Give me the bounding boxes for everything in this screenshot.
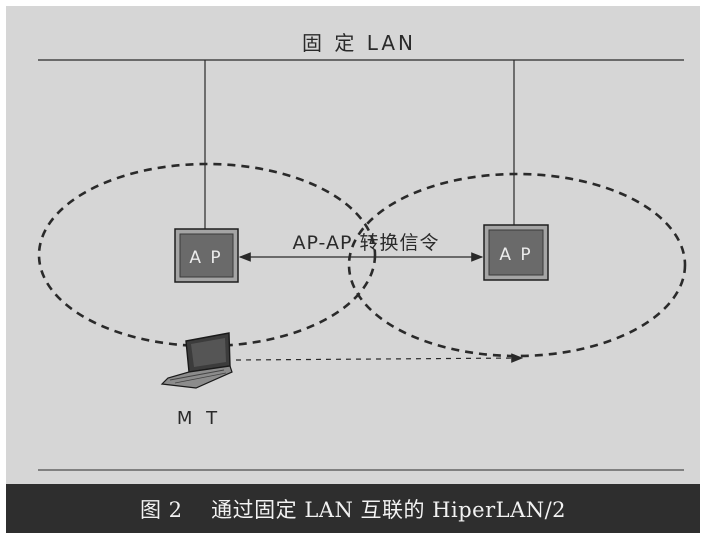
ap-right-label: A P [499, 245, 532, 265]
lan-label: 固 定 LAN [302, 31, 416, 55]
ap-right: A P [483, 224, 549, 281]
mt-label: M T [177, 408, 221, 429]
mt-movement-arrow [235, 353, 524, 363]
laptop-icon [160, 332, 233, 389]
handover-label: AP-AP 转换信令 [293, 232, 440, 254]
ap-left: A P [174, 228, 239, 283]
ap-left-label: A P [189, 248, 222, 268]
caption-bar: 图 2 通过固定 LAN 互联的 HiperLAN/2 [6, 484, 700, 533]
figure-caption: 图 2 通过固定 LAN 互联的 HiperLAN/2 [139, 497, 567, 522]
right-coverage-cell [347, 172, 687, 358]
